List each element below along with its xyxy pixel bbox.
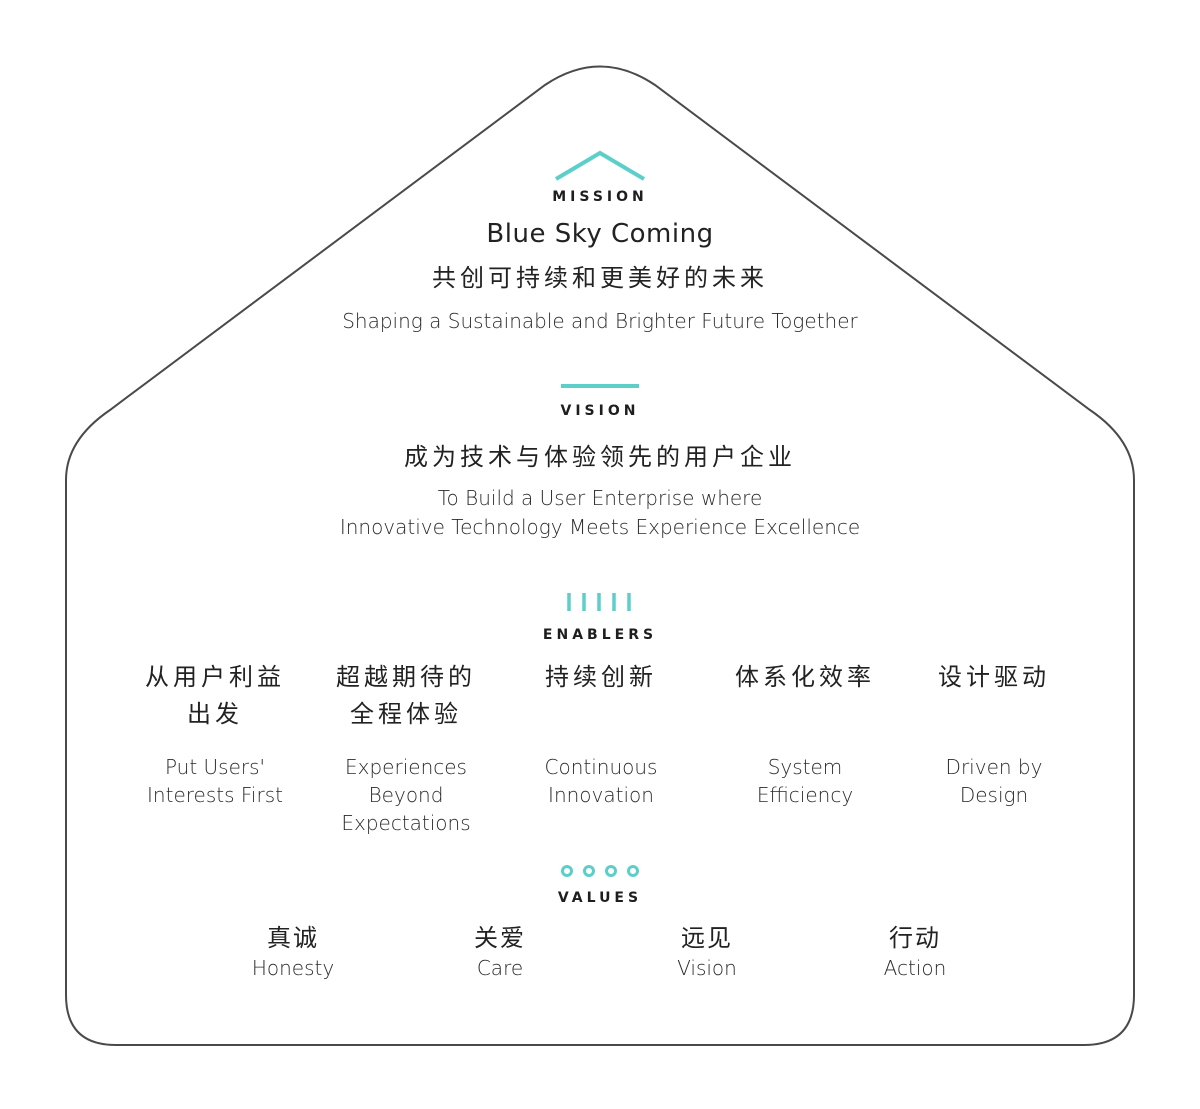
enabler-zh-line: 设计驱动 xyxy=(938,663,1050,691)
enabler-en-line: Put Users' xyxy=(164,755,266,779)
enablers-label: ENABLERS xyxy=(542,627,658,643)
value-en: Vision xyxy=(677,956,737,980)
enabler-zh-line: 全程体验 xyxy=(350,700,462,728)
value-en: Honesty xyxy=(251,956,335,980)
value-zh: 关爱 xyxy=(474,924,526,952)
value-en: Care xyxy=(476,956,524,980)
enabler-en-line: Design xyxy=(959,783,1029,807)
value-zh: 真诚 xyxy=(267,924,319,952)
vision-line-2: Innovative Technology Meets Experience E… xyxy=(339,515,861,539)
value-item: 真诚 Honesty xyxy=(213,923,373,983)
circles-icon xyxy=(561,865,639,877)
enabler-zh-line: 超越期待的 xyxy=(336,663,476,691)
enabler-en-line: Efficiency xyxy=(756,783,854,807)
enabler-item: 超越期待的 全程体验 Experiences Beyond Expectatio… xyxy=(306,659,506,837)
enabler-en-line: System xyxy=(767,755,843,779)
value-item: 行动 Action xyxy=(835,923,995,983)
enabler-en-line: Experiences xyxy=(345,755,467,779)
mission-title-en: Blue Sky Coming xyxy=(486,219,714,249)
value-zh: 行动 xyxy=(889,924,941,952)
roof-icon xyxy=(554,150,646,181)
vision-title-zh: 成为技术与体验领先的用户企业 xyxy=(404,443,796,471)
mission-title-zh: 共创可持续和更美好的未来 xyxy=(432,264,768,292)
value-item: 远见 Vision xyxy=(627,923,787,983)
bars-icon xyxy=(567,593,631,611)
vision-label: VISION xyxy=(560,403,640,419)
enabler-item: 设计驱动 Driven by Design xyxy=(894,659,1094,809)
values-label: VALUES xyxy=(557,890,643,906)
enabler-en-line: Beyond xyxy=(368,783,444,807)
enabler-en-line: Interests First xyxy=(147,783,283,807)
vision-line-1: To Build a User Enterprise where xyxy=(437,486,763,510)
enabler-zh-line: 从用户利益 xyxy=(145,663,285,691)
value-zh: 远见 xyxy=(681,924,733,952)
enabler-zh-line: 出发 xyxy=(187,700,243,728)
value-item: 关爱 Care xyxy=(420,923,580,983)
enabler-en-line: Expectations xyxy=(341,811,471,835)
enabler-item: 体系化效率 System Efficiency xyxy=(705,659,905,809)
enabler-item: 持续创新 Continuous Innovation xyxy=(501,659,701,809)
mission-label: MISSION xyxy=(552,189,648,205)
enabler-item: 从用户利益 出发 Put Users' Interests First xyxy=(115,659,315,809)
enabler-zh-line: 持续创新 xyxy=(545,663,657,691)
enabler-en-line: Continuous xyxy=(544,755,658,779)
enabler-zh-line: 体系化效率 xyxy=(735,663,875,691)
value-en: Action xyxy=(883,956,947,980)
enabler-en-line: Driven by xyxy=(945,755,1043,779)
enabler-en-line: Innovation xyxy=(548,783,654,807)
mission-subtitle: Shaping a Sustainable and Brighter Futur… xyxy=(342,309,858,333)
